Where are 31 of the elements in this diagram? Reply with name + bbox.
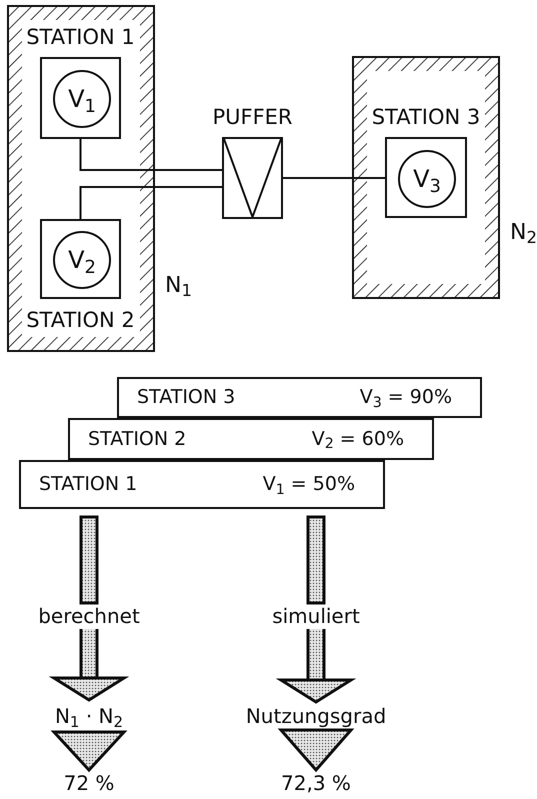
station-heading: STATION 3 bbox=[372, 104, 480, 130]
station-card bbox=[19, 460, 385, 509]
zone-label: N$_{1}$ bbox=[165, 272, 192, 302]
station-card bbox=[68, 418, 434, 460]
flow-band bbox=[80, 516, 98, 604]
station-heading: STATION 1 bbox=[26, 24, 135, 50]
station-name: STATION 3 bbox=[137, 385, 236, 410]
station-heading: PUFFER bbox=[212, 104, 293, 130]
station-heading: STATION 2 bbox=[26, 307, 135, 334]
result-label: Nutzungsgrad bbox=[246, 706, 386, 726]
connector-line bbox=[80, 139, 222, 171]
utilization-value: V$_{3}$ = 90% bbox=[360, 385, 452, 412]
station-name: STATION 2 bbox=[88, 426, 186, 452]
result-label: 72 % bbox=[64, 773, 114, 793]
result-label: 72,3 % bbox=[281, 773, 351, 793]
result-label: N$_{1}$ · N$_{2}$ bbox=[54, 706, 124, 726]
result-label: berechnet bbox=[38, 606, 140, 626]
circle-label: V$_{3}$ bbox=[413, 167, 441, 191]
result-label: simuliert bbox=[272, 606, 360, 626]
connector-line bbox=[283, 177, 385, 179]
utilization-value: V$_{2}$ = 60% bbox=[312, 426, 404, 454]
flow-band bbox=[306, 516, 326, 604]
station-name: STATION 1 bbox=[39, 472, 138, 498]
connector-line bbox=[80, 186, 222, 219]
station-card bbox=[117, 377, 482, 418]
utilization-value: V$_{1}$ = 50% bbox=[262, 472, 355, 499]
flow-arrow bbox=[280, 728, 352, 772]
circle-label: V$_{1}$ bbox=[68, 87, 96, 111]
circle-label: V$_{2}$ bbox=[68, 248, 96, 272]
flow-arrow bbox=[52, 730, 126, 772]
zone-label: N$_{2}$ bbox=[510, 219, 537, 249]
